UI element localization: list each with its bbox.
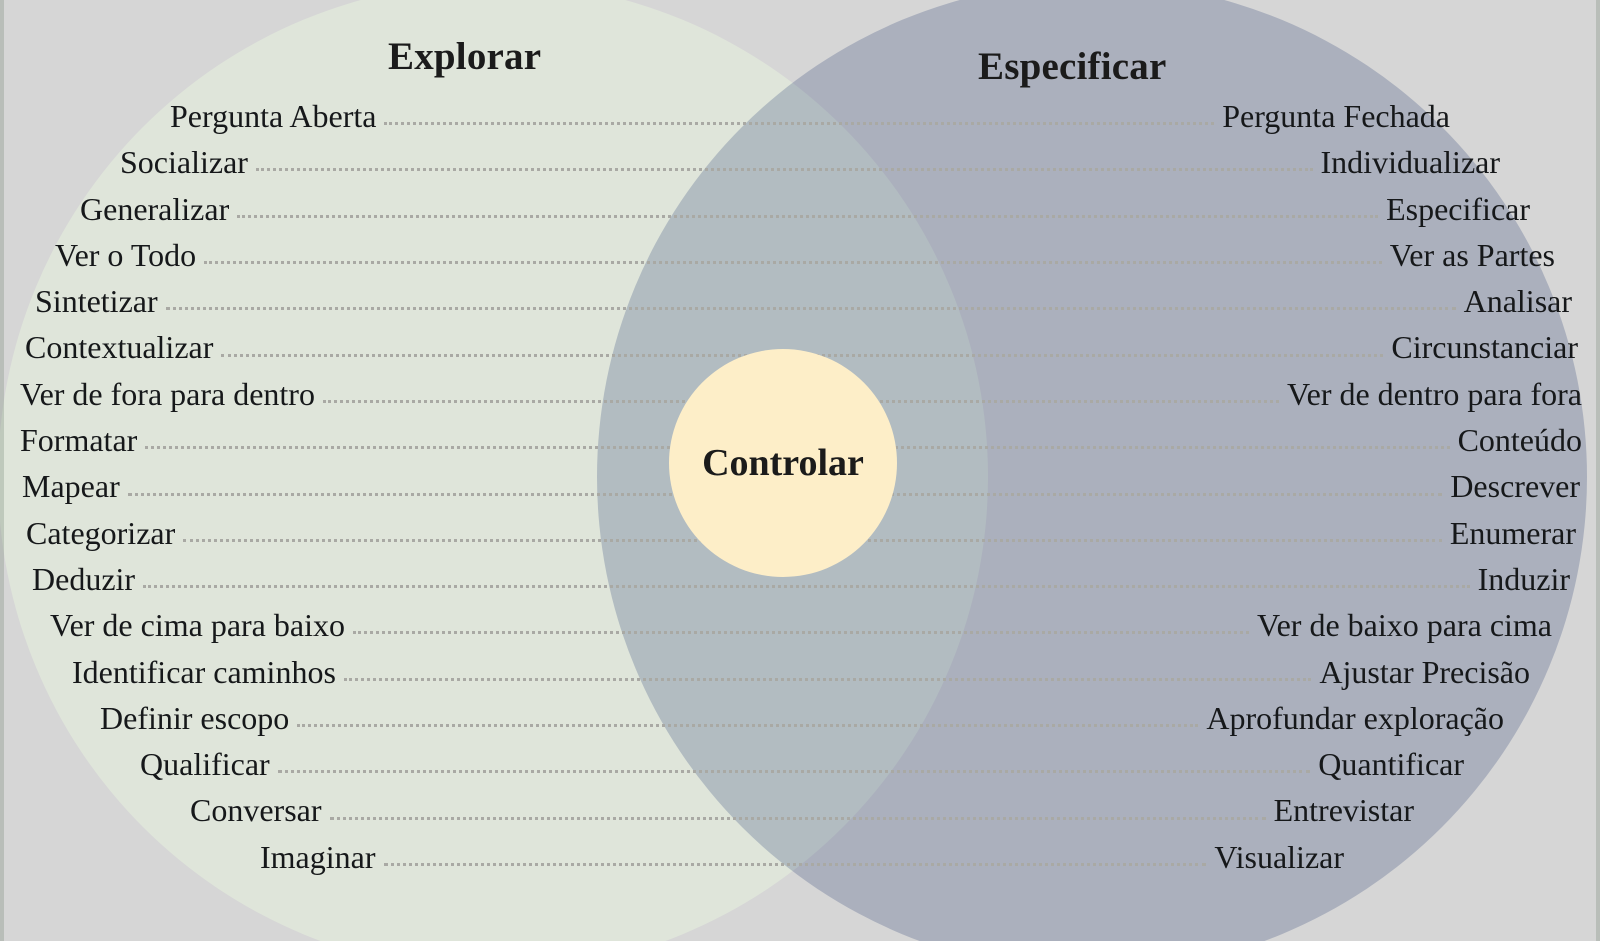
term-pair-row: Generalizar Especificar	[0, 191, 1600, 237]
especificar-term: Aprofundar exploração	[1206, 699, 1504, 736]
explorar-term: Mapear	[22, 468, 120, 505]
controlar-label: Controlar	[702, 442, 864, 484]
dotted-leader-line	[297, 723, 1199, 727]
term-pair-row: Ver o Todo Ver as Partes	[0, 237, 1600, 283]
especificar-title: Especificar	[978, 45, 1167, 88]
especificar-term: Ver de dentro para fora	[1287, 375, 1582, 412]
term-pair-row: Ver de cima para baixo Ver de baixo para …	[0, 607, 1600, 653]
dotted-leader-line	[277, 769, 1311, 774]
explorar-term: Socializar	[120, 144, 248, 181]
explorar-term: Categorizar	[26, 514, 176, 551]
especificar-term: Quantificar	[1318, 746, 1464, 783]
explorar-term: Pergunta Aberta	[170, 98, 377, 134]
dotted-leader-line	[352, 630, 1250, 635]
term-pair-row: Socializar Individualizar	[0, 144, 1600, 190]
dotted-leader-line	[343, 677, 1312, 681]
especificar-term: Pergunta Fechada	[1222, 98, 1450, 134]
explorar-term: Formatar	[20, 422, 138, 459]
term-pair-row: Deduzir Induzir	[0, 561, 1600, 607]
dotted-leader-line	[237, 214, 1379, 218]
explorar-term: Ver o Todo	[55, 236, 197, 273]
term-pair-row: Sintetizar Analisar	[0, 283, 1600, 329]
explorar-term: Contextualizar	[25, 329, 214, 366]
explorar-term: Identificar caminhos	[72, 653, 336, 690]
dotted-leader-line	[165, 306, 1456, 311]
especificar-term: Descrever	[1450, 468, 1580, 505]
especificar-term: Conteúdo	[1457, 422, 1582, 459]
especificar-term: Individualizar	[1320, 144, 1500, 181]
explorar-term: Deduzir	[32, 560, 136, 597]
explorar-term: Generalizar	[80, 190, 230, 227]
term-pair-row: Imaginar Visualizar	[0, 839, 1600, 885]
explorar-title: Explorar	[388, 35, 542, 78]
dotted-leader-line	[383, 862, 1207, 866]
especificar-term: Especificar	[1386, 190, 1530, 227]
explorar-term: Sintetizar	[35, 283, 158, 320]
left-edge-strip	[0, 0, 4, 941]
term-pair-row: Identificar caminhos Ajustar Precisão	[0, 654, 1600, 700]
term-pair-row: Qualificar Quantificar	[0, 746, 1600, 792]
right-edge-strip	[1596, 0, 1600, 941]
term-pair-row: Pergunta Aberta Pergunta Fechada	[0, 98, 1600, 144]
term-pair-row: Definir escopo Aprofundar exploração	[0, 700, 1600, 746]
especificar-term: Ajustar Precisão	[1319, 653, 1530, 690]
controlar-circle	[669, 349, 897, 577]
especificar-term: Analisar	[1463, 283, 1572, 320]
especificar-term: Induzir	[1477, 560, 1570, 597]
dotted-leader-line	[329, 816, 1266, 820]
explorar-term: Qualificar	[140, 746, 270, 783]
explorar-term: Ver de cima para baixo	[50, 607, 345, 644]
especificar-term: Ver as Partes	[1389, 236, 1555, 273]
explorar-term: Imaginar	[260, 838, 376, 875]
term-pair-row: Conversar Entrevistar	[0, 792, 1600, 838]
dotted-leader-line	[143, 584, 1470, 589]
dotted-leader-line	[255, 167, 1313, 172]
especificar-term: Visualizar	[1214, 838, 1344, 875]
explorar-term: Ver de fora para dentro	[20, 375, 315, 412]
especificar-term: Circunstanciar	[1391, 329, 1578, 366]
especificar-term: Ver de baixo para cima	[1257, 607, 1552, 644]
dotted-leader-line	[384, 121, 1215, 126]
dotted-leader-line	[204, 260, 1382, 265]
explorar-term: Definir escopo	[100, 699, 290, 736]
explorar-term: Conversar	[190, 792, 322, 829]
especificar-term: Entrevistar	[1273, 792, 1414, 829]
especificar-term: Enumerar	[1449, 514, 1576, 551]
